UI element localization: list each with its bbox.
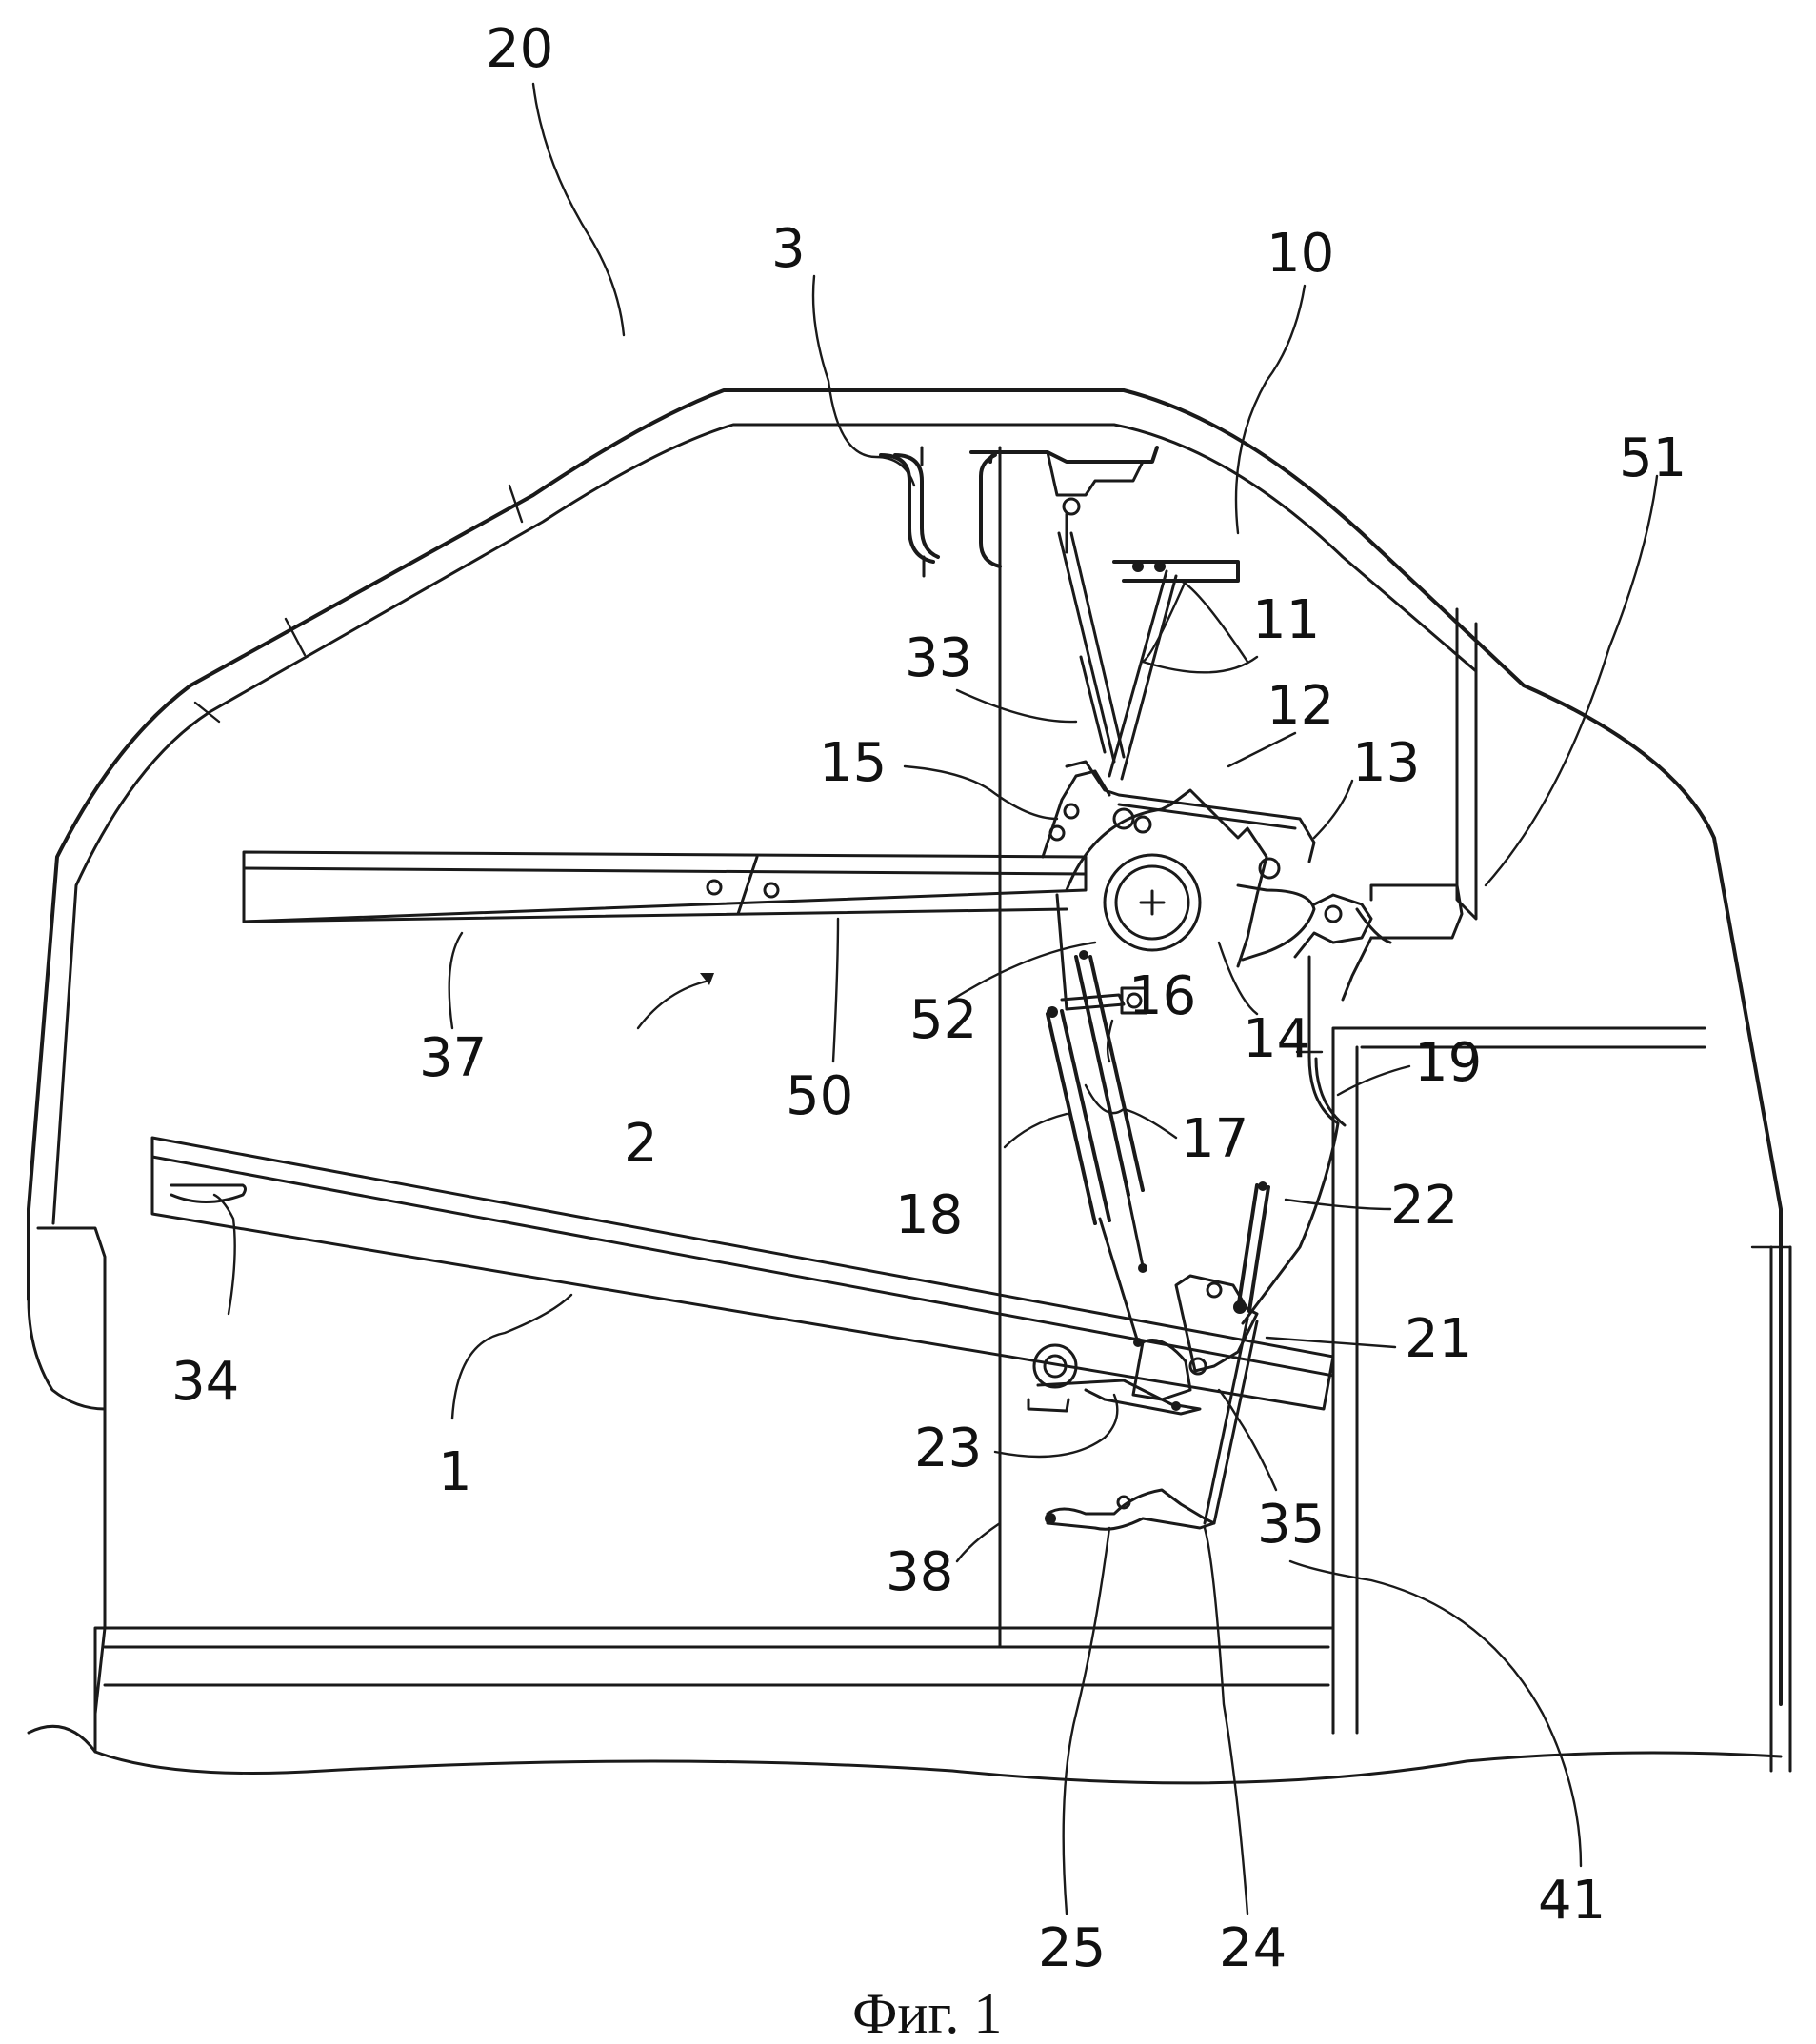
label-3: 3 bbox=[771, 218, 806, 280]
label-50: 50 bbox=[786, 1065, 853, 1127]
label-14: 14 bbox=[1243, 1008, 1310, 1070]
label-35: 35 bbox=[1257, 1494, 1325, 1556]
label-23: 23 bbox=[914, 1418, 982, 1479]
label-2: 2 bbox=[624, 1113, 658, 1175]
bracket-51 bbox=[1343, 885, 1462, 1000]
lower-mechanism bbox=[1028, 1276, 1257, 1523]
label-19: 19 bbox=[1414, 1032, 1482, 1094]
figure-caption: Фиг. 1 bbox=[852, 1982, 1002, 2044]
label-51: 51 bbox=[1619, 427, 1686, 489]
hinge-bracket-10 bbox=[971, 447, 1238, 581]
hinge-mechanism bbox=[1043, 762, 1371, 1013]
lower-shelf-1 bbox=[152, 1138, 1333, 1409]
label-18: 18 bbox=[895, 1184, 963, 1246]
label-52: 52 bbox=[909, 989, 977, 1051]
label-41: 41 bbox=[1538, 1870, 1606, 1932]
label-11: 11 bbox=[1252, 589, 1320, 651]
upper-shelf-2 bbox=[244, 852, 1086, 922]
label-21: 21 bbox=[1405, 1308, 1472, 1370]
strut-22 bbox=[1238, 1181, 1268, 1311]
label-22: 22 bbox=[1390, 1175, 1458, 1237]
label-15: 15 bbox=[819, 732, 887, 794]
label-16: 16 bbox=[1128, 965, 1196, 1027]
grab-handle-3 bbox=[881, 447, 938, 576]
label-34: 34 bbox=[171, 1351, 239, 1413]
label-20: 20 bbox=[486, 18, 553, 80]
label-38: 38 bbox=[886, 1541, 953, 1603]
label-13: 13 bbox=[1352, 732, 1420, 794]
label-24: 24 bbox=[1219, 1917, 1287, 1979]
foot-lever-25 bbox=[1045, 1490, 1214, 1529]
label-25: 25 bbox=[1038, 1917, 1106, 1979]
label-1: 1 bbox=[438, 1441, 472, 1503]
label-33: 33 bbox=[905, 627, 972, 689]
label-37: 37 bbox=[419, 1027, 487, 1089]
label-17: 17 bbox=[1181, 1108, 1248, 1170]
label-12: 12 bbox=[1267, 675, 1334, 737]
label-10: 10 bbox=[1267, 223, 1334, 285]
